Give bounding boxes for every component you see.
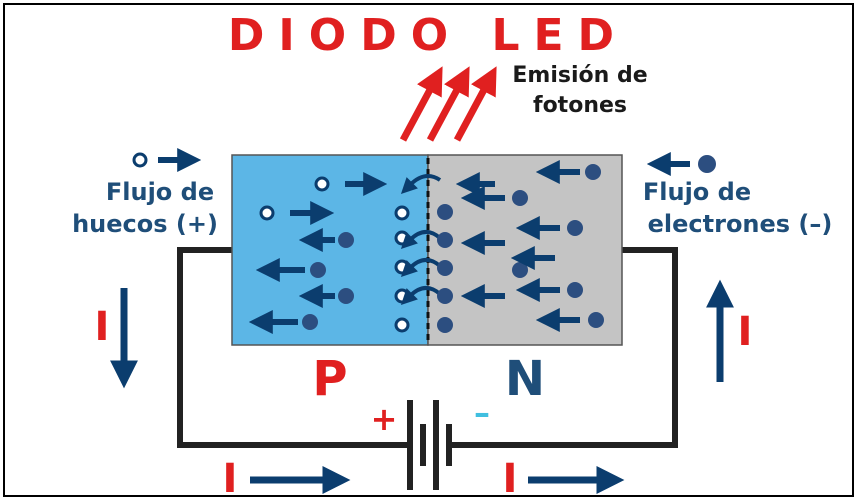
p-region [231,154,429,346]
photon-arrow-icon [399,66,497,142]
electrons-label-line1: Flujo de [643,178,751,206]
flow-arrow-icon [248,228,335,334]
photon-label-line2: fotones [533,93,627,118]
battery-minus-label: – [474,394,490,432]
photon-label-line1: Emisión de [512,63,647,88]
current-label-right: I [738,309,753,355]
n-region-label: N [505,351,545,407]
electron-icon [698,155,716,173]
hole-icon [132,152,148,168]
current-label-bottom-left: I [223,456,238,500]
current-label-left: I [95,304,110,350]
flow-arrow-icon [290,172,388,225]
flow-arrow-icon [455,160,580,332]
diagram-title: DIODO LED [228,10,628,61]
circuit-wire [177,247,678,448]
current-label-bottom-right: I [503,456,518,500]
p-region-label: P [312,351,347,407]
battery-icon [407,400,452,490]
holes-label-line1: Flujo de [106,178,214,206]
holes-label-line2: huecos (+) [72,210,218,238]
electron-icon [302,232,354,330]
recombination-arc-icon [400,174,442,306]
battery-plus-label: + [371,400,398,438]
electrons-label-line2: electrones (–) [648,210,833,238]
